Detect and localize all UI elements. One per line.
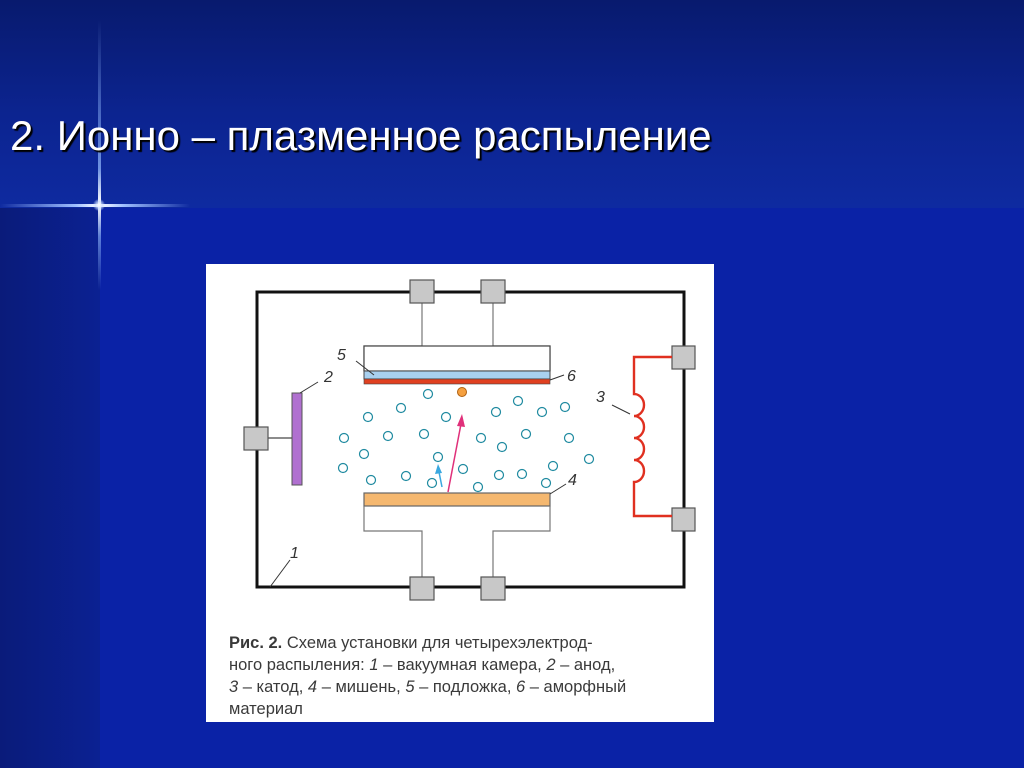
anode (291, 392, 303, 486)
particle (358, 448, 370, 460)
substrate (363, 370, 551, 380)
caption-text: – подложка, (414, 678, 516, 696)
caption-number: 2 (546, 656, 556, 674)
particle (337, 462, 349, 474)
sputtering-diagram: 5 2 6 3 4 1 (243, 279, 696, 601)
particle (338, 432, 350, 444)
figure-caption: Рис. 2. Схема установки для четырехэлект… (229, 632, 709, 720)
particle (395, 402, 407, 414)
caption-line-1: Рис. 2. Схема установки для четырехэлект… (229, 632, 709, 654)
target-stem-right (492, 506, 551, 577)
particle (493, 469, 505, 481)
caption-text: – аморфный (525, 678, 627, 696)
particle (490, 406, 502, 418)
amorphous-layer (363, 378, 551, 385)
background-top-band (0, 0, 1024, 208)
caption-text: Схема установки для четырехэлектрод- (282, 634, 593, 652)
label-2: 2 (323, 369, 333, 386)
caption-number: 6 (516, 678, 526, 696)
ion-trajectory-arrow (447, 423, 462, 493)
terminal-top-right (480, 279, 506, 304)
particle (512, 395, 524, 407)
leader-line-1 (269, 559, 291, 588)
caption-text: – мишень, (317, 678, 406, 696)
terminal-bottom-left (409, 576, 435, 601)
caption-text: ного распыления: (229, 656, 370, 674)
terminal-bottom-right (480, 576, 506, 601)
slide-title: 2. Ионно – плазменное распыление (10, 112, 712, 159)
label-5: 5 (337, 347, 346, 364)
particle (382, 430, 394, 442)
caption-number: 1 (369, 656, 379, 674)
particle (362, 411, 374, 423)
particle (457, 463, 469, 475)
caption-number: 4 (307, 678, 318, 696)
diagram-figure: 5 2 6 3 4 1 Рис. 2. Схема установки для … (206, 264, 714, 722)
cathode-coil (632, 355, 672, 518)
sputtered-atom (457, 387, 467, 397)
particle (496, 441, 508, 453)
particle (418, 428, 430, 440)
particle (540, 477, 552, 489)
particle (426, 477, 438, 489)
substrate-holder (363, 345, 551, 372)
electron-arrowhead (435, 464, 442, 474)
electron-trajectory-arrow (438, 471, 443, 488)
particle (520, 428, 532, 440)
particle (400, 470, 412, 482)
caption-text: – анод, (555, 656, 616, 674)
caption-number: 5 (405, 678, 415, 696)
target-stem-left (363, 506, 423, 577)
caption-line-4: материал (229, 698, 709, 720)
caption-text: – вакуумная камера, (378, 656, 547, 674)
caption-text: материал (229, 700, 303, 718)
terminal-left (243, 426, 269, 451)
caption-line-3: 3 – катод, 4 – мишень, 5 – подложка, 6 –… (229, 676, 709, 698)
target (363, 492, 551, 507)
plasma-particles (337, 388, 595, 493)
particle (547, 460, 559, 472)
particle (536, 406, 548, 418)
particle (475, 432, 487, 444)
label-3: 3 (596, 389, 605, 406)
light-flare-center (93, 199, 105, 211)
particle (472, 481, 484, 493)
terminal-top-left (409, 279, 435, 304)
label-1: 1 (290, 545, 299, 562)
leader-line-4 (549, 483, 567, 495)
terminal-right-bottom (671, 507, 696, 532)
particle (563, 432, 575, 444)
label-4: 4 (568, 472, 577, 489)
particle (559, 401, 571, 413)
label-6: 6 (567, 368, 576, 385)
leader-line-6 (549, 374, 565, 381)
particle (365, 474, 377, 486)
background-left-band (0, 208, 100, 768)
particle (432, 451, 444, 463)
leader-line-2 (299, 381, 319, 394)
particle (440, 411, 452, 423)
leader-line-5 (355, 360, 375, 376)
caption-figure-number: Рис. 2. (229, 634, 283, 652)
particle (583, 453, 595, 465)
light-flare-vertical (98, 20, 101, 290)
leader-line-3 (611, 404, 631, 415)
vacuum-chamber (255, 290, 686, 589)
particle (516, 468, 528, 480)
particle (422, 388, 434, 400)
caption-line-2: ного распыления: 1 – вакуумная камера, 2… (229, 654, 709, 676)
caption-number: 3 (229, 678, 239, 696)
caption-text: – катод, (238, 678, 308, 696)
ion-arrowhead (457, 414, 465, 427)
terminal-right-top (671, 345, 696, 370)
